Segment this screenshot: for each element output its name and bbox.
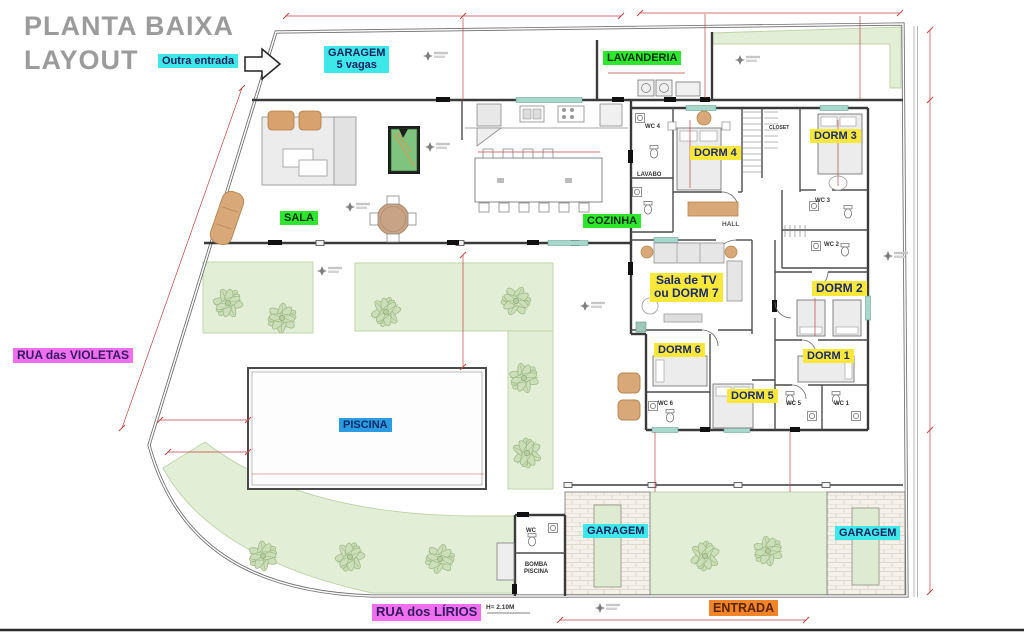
level-marker-icon — [595, 603, 620, 613]
label-rua-das-violetas: RUA das VIOLETAS — [13, 348, 134, 364]
terrace-wall — [315, 240, 903, 488]
level-marker-icon — [735, 55, 760, 65]
windows — [515, 97, 871, 433]
title-line2: LAYOUT — [24, 44, 139, 75]
furniture — [209, 79, 863, 581]
label-dorm-4: DORM 4 — [690, 146, 741, 161]
text-closet: CLOSET — [769, 125, 790, 131]
label-dorm-6: DORM 6 — [654, 343, 705, 358]
text-lavabo: LAVABO — [637, 172, 662, 178]
level-marker-icon — [580, 301, 605, 311]
level-marker-icon — [317, 266, 342, 276]
label-garagem-right: GARAGEM — [835, 526, 901, 541]
other-entrance-arrow-icon — [244, 47, 282, 81]
bomba-line2: PISCINA — [524, 568, 549, 575]
label-outra-entrada: Outra entrada — [158, 54, 239, 69]
bomba-line1: BOMBA — [524, 562, 548, 568]
label-garagem-center: GARAGEM — [583, 524, 649, 539]
lot-outline — [147, 22, 909, 598]
label-dorm-2: DORM 2 — [812, 281, 867, 297]
text-wc2: WC 2 — [824, 242, 839, 248]
text-wc5: WC 5 — [786, 401, 801, 407]
label-dorm-1: DORM 1 — [803, 349, 854, 364]
label-cozinha: COZINHA — [583, 214, 642, 229]
title-line1: PLANTA BAIXA — [24, 11, 234, 41]
label-sala: SALA — [280, 211, 318, 226]
text-wc6: WC 6 — [658, 401, 673, 407]
stairs-hatching — [743, 111, 806, 237]
text-wc4: WC 4 — [645, 124, 660, 130]
level-marker-icon — [423, 51, 448, 61]
label-sala-tv-dorm-7: Sala de TV ou DORM 7 — [650, 273, 723, 302]
text-wc-pool: WC — [526, 528, 536, 534]
label-entrada: ENTRADA — [709, 600, 779, 616]
label-rua-dos-lirios: RUA dos LÍRIOS — [372, 604, 482, 621]
level-marker-icon — [425, 142, 450, 152]
text-wc3: WC 3 — [815, 198, 830, 204]
sala-tv-line1: Sala de TV — [655, 273, 717, 287]
text-bomba-piscina: BOMBA PISCINA — [524, 562, 548, 575]
interior-walls — [461, 100, 868, 554]
street-edges — [913, 26, 918, 597]
label-lavanderia: LAVANDERIA — [603, 51, 682, 66]
label-dorm-5: DORM 5 — [727, 389, 778, 404]
text-hall: HALL — [722, 221, 740, 228]
label-piscina: PISCINA — [339, 418, 392, 433]
label-garagem-5-vagas: GARAGEM 5 vagas — [324, 46, 390, 73]
garagem-vagas-line1: GARAGEM — [328, 47, 386, 59]
sala-tv-line2: ou DORM 7 — [654, 286, 719, 301]
text-height-note: H= 2.10M — [486, 604, 515, 611]
door-marks — [268, 97, 800, 594]
text-wc1: WC 1 — [834, 401, 849, 407]
garagem-vagas-line2: 5 vagas — [336, 59, 377, 72]
brick-garage-pads — [564, 491, 906, 597]
level-marker-icon — [345, 202, 370, 212]
page-title: PLANTA BAIXA LAYOUT — [24, 10, 234, 78]
label-dorm-3: DORM 3 — [810, 129, 861, 144]
